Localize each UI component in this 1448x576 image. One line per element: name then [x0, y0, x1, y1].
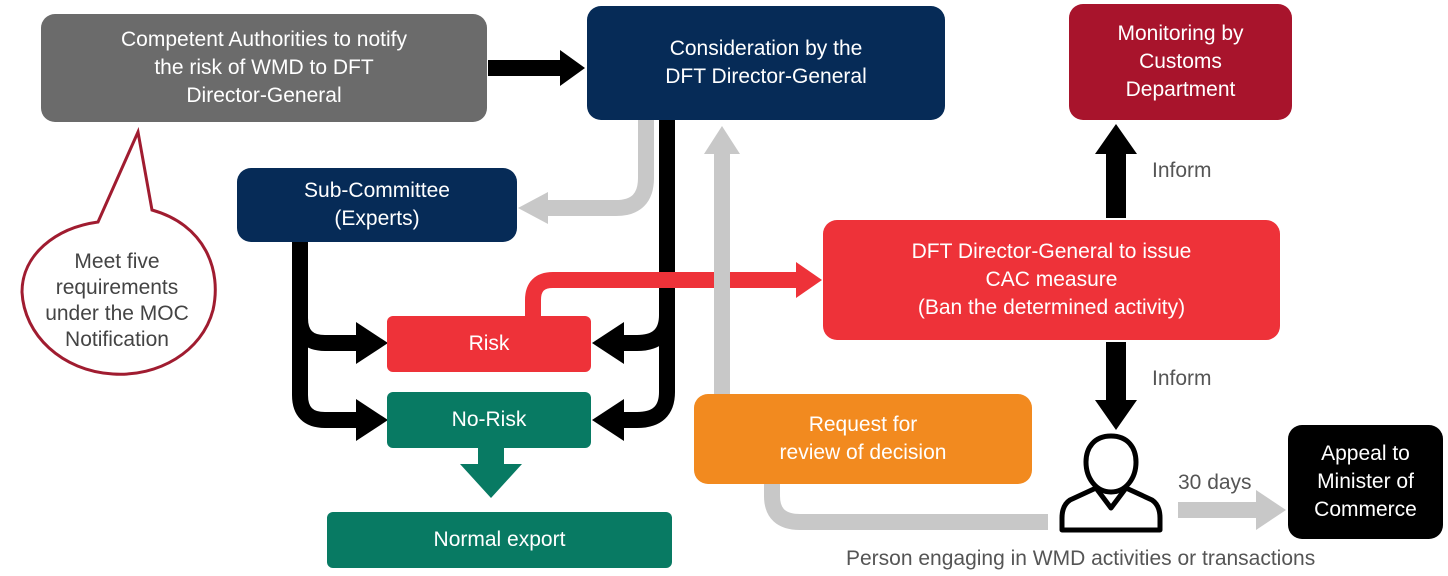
arrow-consideration-to-norisk: [620, 300, 675, 428]
arrow-subcommittee-to-risk: [292, 240, 360, 351]
arrow-person-to-appeal: [1178, 490, 1286, 530]
inform-label-bottom: Inform: [1152, 367, 1212, 390]
person-caption: Person engaging in WMD activities or tra…: [846, 547, 1316, 570]
arrow-norisk-to-export: [460, 448, 522, 498]
arrow-person-to-review: [764, 482, 1048, 530]
arrow-cac-to-monitoring: [1095, 124, 1137, 218]
appeal-box: Appeal to Minister of Commerce: [1288, 425, 1443, 539]
arrow-subcommittee-to-norisk: [292, 300, 360, 428]
sub-committee-box: Sub-Committee (Experts): [237, 168, 517, 242]
competent-authorities-box: Competent Authorities to notify the risk…: [41, 14, 487, 122]
thirty-days-label: 30 days: [1178, 471, 1252, 494]
no-risk-box: No-Risk: [387, 392, 591, 448]
inform-label-top: Inform: [1152, 159, 1212, 182]
risk-box: Risk: [387, 316, 591, 372]
requirements-bubble: [20, 126, 217, 376]
cac-measure-box: DFT Director-General to issue CAC measur…: [823, 220, 1280, 340]
requirements-text: Meet five requirements under the MOC Not…: [45, 250, 189, 351]
arrow-cac-to-person: [1095, 342, 1137, 430]
normal-export-box: Normal export: [327, 512, 672, 568]
request-review-box: Request for review of decision: [694, 394, 1032, 484]
consideration-box: Consideration by the DFT Director-Genera…: [587, 6, 945, 120]
arrow-consideration-to-subcommittee: [542, 118, 654, 216]
arrow-authorities-to-consideration: [488, 50, 585, 86]
person-icon: [1059, 433, 1163, 533]
monitoring-box: Monitoring by Customs Department: [1069, 4, 1292, 120]
arrow-risk-to-cac: [525, 272, 798, 316]
